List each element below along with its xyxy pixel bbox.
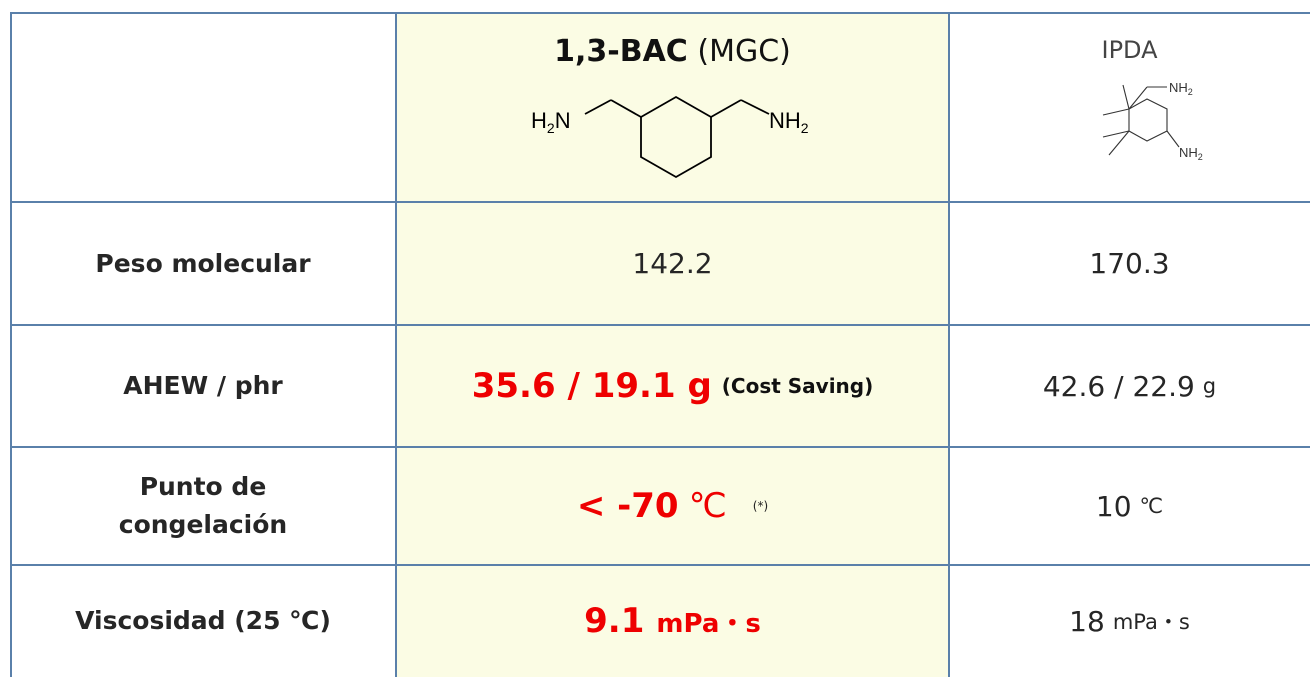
bac-viscosity: 9.1 mPa・s [396,565,949,677]
ipda-ahew: 42.6 / 22.9 g [949,325,1310,447]
bac-ahew-value: 35.6 / 19.1 g [471,366,712,406]
ipda-freezing-unit: ℃ [1139,494,1164,518]
bac-right-bond-2 [740,99,770,115]
label-molecular-weight: Peso molecular [95,248,311,278]
bac-viscosity-unit: mPa・s [656,608,761,639]
bac-column-highlight [396,12,949,677]
ipda-ring [1128,98,1168,142]
column-divider-2 [948,12,950,677]
row-divider-1 [10,201,1310,203]
column-divider-1 [395,12,397,677]
freezing-footnote-marker: (*) [752,499,769,513]
cost-saving-note: (Cost Saving) [721,374,874,398]
bac-ahew: 35.6 / 19.1 g (Cost Saving) [396,325,949,447]
ipda-title: IPDA [1101,36,1158,64]
label-freezing-point-line1: Punto de [139,472,267,501]
ipda-ahew-value: 42.6 / 22.9 [1042,369,1195,403]
bac-right-bond [710,99,742,118]
row-divider-2 [10,324,1310,326]
header-empty-cell [10,12,396,202]
bac-left-bond [610,99,642,118]
header-ipda-cell: IPDA NH2 NH2 [949,12,1310,202]
comparison-table: 1,3-BAC (MGC) H2N NH2 IPDA [10,12,1310,677]
bac-freezing-value: < -70 [576,486,679,526]
bac-structure-diagram: H2N NH2 [531,95,809,179]
bac-left-bond-2 [584,99,612,115]
bac-freezing-point: < -70 ℃ (*) [396,447,949,565]
bac-title: 1,3-BAC (MGC) [396,34,949,69]
table-border-top [10,12,1310,14]
svg-text:NH2: NH2 [1179,145,1203,162]
ipda-structure-diagram: NH2 NH2 [1102,80,1203,162]
ipda-viscosity: 18 mPa・s [949,565,1310,677]
svg-text:NH2: NH2 [769,108,809,136]
bac-molecular-weight: 142.2 [632,247,713,280]
bac-maker: (MGC) [687,34,791,69]
svg-text:NH2: NH2 [1169,80,1193,97]
bac-ring [640,95,712,179]
ipda-viscosity-value: 18 [1069,604,1105,638]
label-freezing-point-line2: congelación [118,510,288,539]
ipda-freezing-value: 10 [1095,489,1132,523]
label-ahew: AHEW / phr [123,371,283,400]
bac-freezing-unit: ℃ [688,486,727,526]
svg-text:H2N: H2N [531,108,571,136]
table-border-left [10,12,12,677]
ipda-ahew-unit: g [1202,374,1217,398]
row-divider-4 [10,564,1310,566]
bac-viscosity-value: 9.1 [584,601,645,641]
row-divider-3 [10,446,1310,448]
label-freezing-point: Punto de congelación [10,447,396,565]
ipda-viscosity-unit: mPa・s [1112,610,1190,634]
bac-name: 1,3-BAC [554,34,688,69]
header-bac-cell: 1,3-BAC (MGC) H2N NH2 [396,12,949,202]
ipda-molecular-weight: 170.3 [1089,247,1170,280]
label-viscosity: Viscosidad (25 ℃) [75,606,331,635]
ipda-freezing-point: 10 ℃ [949,447,1310,565]
